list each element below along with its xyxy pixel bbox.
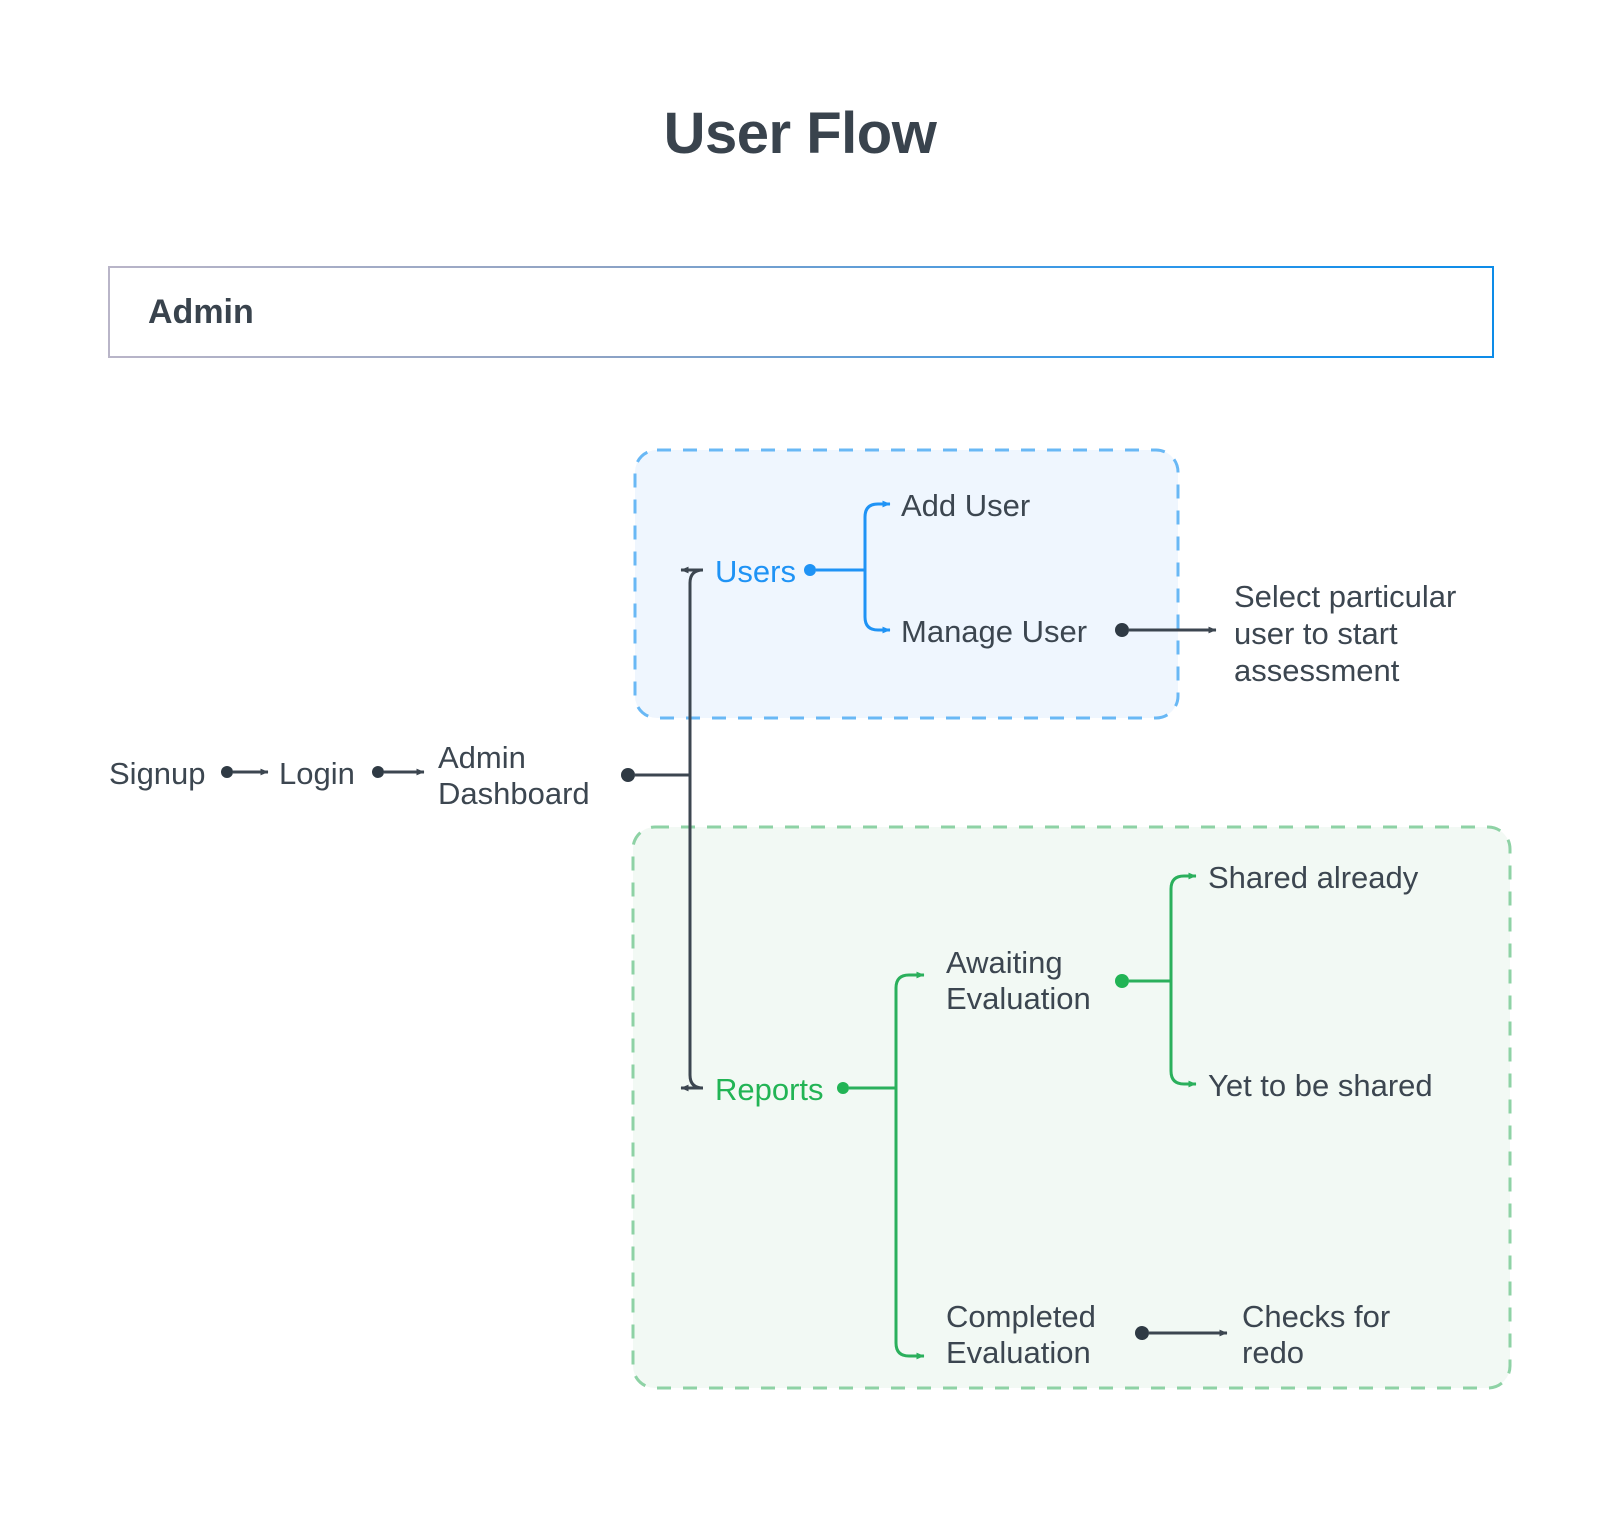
edge-users-to-add-user	[863, 500, 891, 570]
edge-awaiting-to-shared-already	[1169, 872, 1197, 981]
node-signup: Signup	[109, 756, 206, 791]
admin-section-label-wrap: Admin	[108, 266, 1494, 358]
edge-reports-to-awaiting	[894, 971, 925, 1088]
edge-dot-admin-dashboard	[621, 768, 635, 782]
edge-dot-reports	[837, 1082, 849, 1094]
node-select-user-line2: user to start	[1234, 616, 1398, 651]
node-completed-evaluation-line1: Completed	[946, 1299, 1096, 1334]
edge-dot-users	[804, 564, 816, 576]
edge-awaiting-to-yet-to-be-shared	[1169, 981, 1197, 1088]
edge-reports-to-completed	[894, 1088, 925, 1360]
edge-dashboard-to-reports	[680, 775, 704, 1092]
page-title: User Flow	[663, 101, 937, 166]
admin-section-label: Admin	[148, 292, 254, 331]
node-awaiting-evaluation-line2: Evaluation	[946, 981, 1091, 1016]
edge-users-to-manage-user	[863, 570, 891, 634]
edge-dot-signup	[221, 766, 233, 778]
users-group-box	[633, 448, 1180, 720]
edge-dot-manage-user	[1115, 623, 1129, 637]
node-admin-dashboard-line2: Dashboard	[438, 776, 590, 811]
node-manage-user: Manage User	[901, 614, 1087, 649]
edge-dot-completed-evaluation	[1135, 1326, 1149, 1340]
node-yet-to-be-shared: Yet to be shared	[1208, 1068, 1433, 1103]
reports-group-box	[631, 825, 1512, 1390]
edge-dot-awaiting-evaluation	[1115, 974, 1129, 988]
edge-dot-login	[372, 766, 384, 778]
node-admin-dashboard-line1: Admin	[438, 740, 526, 775]
node-completed-evaluation-line2: Evaluation	[946, 1335, 1091, 1370]
node-select-user-line1: Select particular	[1234, 579, 1456, 614]
edge-dashboard-to-users	[680, 566, 704, 775]
admin-section-box	[108, 266, 1494, 358]
node-login: Login	[279, 756, 355, 791]
node-checks-for-redo-line1: Checks for	[1242, 1299, 1390, 1334]
node-awaiting-evaluation-line1: Awaiting	[946, 945, 1063, 980]
node-users: Users	[715, 554, 796, 589]
node-checks-for-redo-line2: redo	[1242, 1335, 1304, 1370]
node-shared-already: Shared already	[1208, 860, 1419, 895]
node-add-user: Add User	[901, 488, 1030, 523]
node-reports: Reports	[715, 1072, 824, 1107]
node-select-user-line3: assessment	[1234, 653, 1400, 688]
